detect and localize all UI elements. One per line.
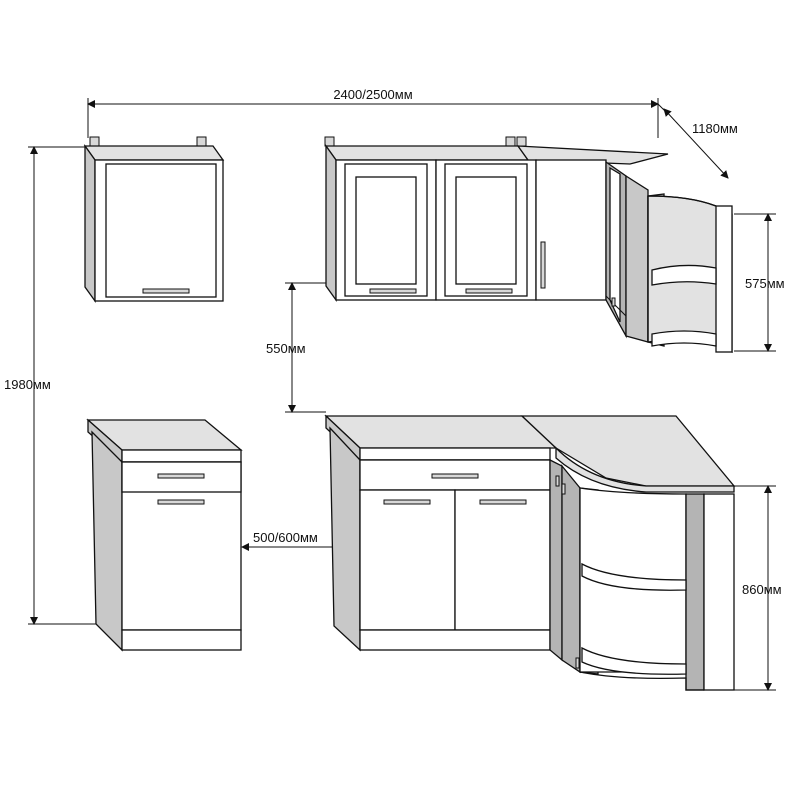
mounting-bracket — [89, 136, 100, 147]
door-handle — [540, 241, 546, 289]
upper-cabinet-run — [324, 136, 733, 353]
door-handle — [479, 499, 527, 505]
upper-glass-door-left — [344, 163, 428, 297]
drawer-handle — [431, 473, 479, 479]
dimension-total-width-label: 2400/2500мм — [333, 87, 412, 102]
mounting-bracket — [324, 136, 335, 147]
mounting-bracket — [196, 136, 207, 147]
mounting-bracket — [516, 136, 527, 147]
drawer-handle — [157, 473, 205, 479]
dimension-total-width: 2400/2500мм — [87, 87, 659, 138]
dimension-corner-depth-label: 1180мм — [692, 121, 738, 136]
door-handle — [157, 499, 205, 505]
plinth — [121, 629, 242, 651]
door-handle — [383, 499, 431, 505]
dimension-upper-corner-height-label: 575мм — [745, 276, 785, 291]
shelf — [581, 646, 687, 675]
dimension-upper-corner-height: 575мм — [734, 213, 785, 352]
door-handle — [142, 288, 190, 294]
mounting-bracket — [505, 136, 516, 147]
shelf — [651, 330, 717, 347]
upper-glass-door-right — [444, 163, 528, 297]
dimension-total-height: 1980мм — [4, 146, 96, 625]
shelf — [651, 264, 717, 286]
base-single-cabinet — [86, 418, 243, 652]
shelf — [581, 562, 687, 591]
base-door-left — [359, 489, 456, 631]
upper-open-shelf-unit — [647, 193, 733, 353]
upper-corner-cabinet — [535, 159, 649, 343]
dimension-base-height: 860мм — [728, 485, 782, 691]
dimension-gap-height-label: 550мм — [266, 341, 306, 356]
base-open-shelf-unit — [579, 487, 735, 691]
door-handle — [369, 288, 417, 294]
dimension-gap-height: 550мм — [266, 282, 326, 413]
base-door-right — [454, 489, 551, 631]
base-cabinet-run — [324, 414, 558, 652]
dimension-corner-depth: 1180мм — [657, 103, 738, 179]
door-handle — [465, 288, 513, 294]
dimension-base-height-label: 860мм — [742, 582, 782, 597]
dimension-base-depth-label: 500/600мм — [253, 530, 318, 545]
plinth — [359, 629, 551, 651]
dimension-total-height-label: 1980мм — [4, 377, 51, 392]
upper-single-cabinet — [83, 136, 225, 304]
